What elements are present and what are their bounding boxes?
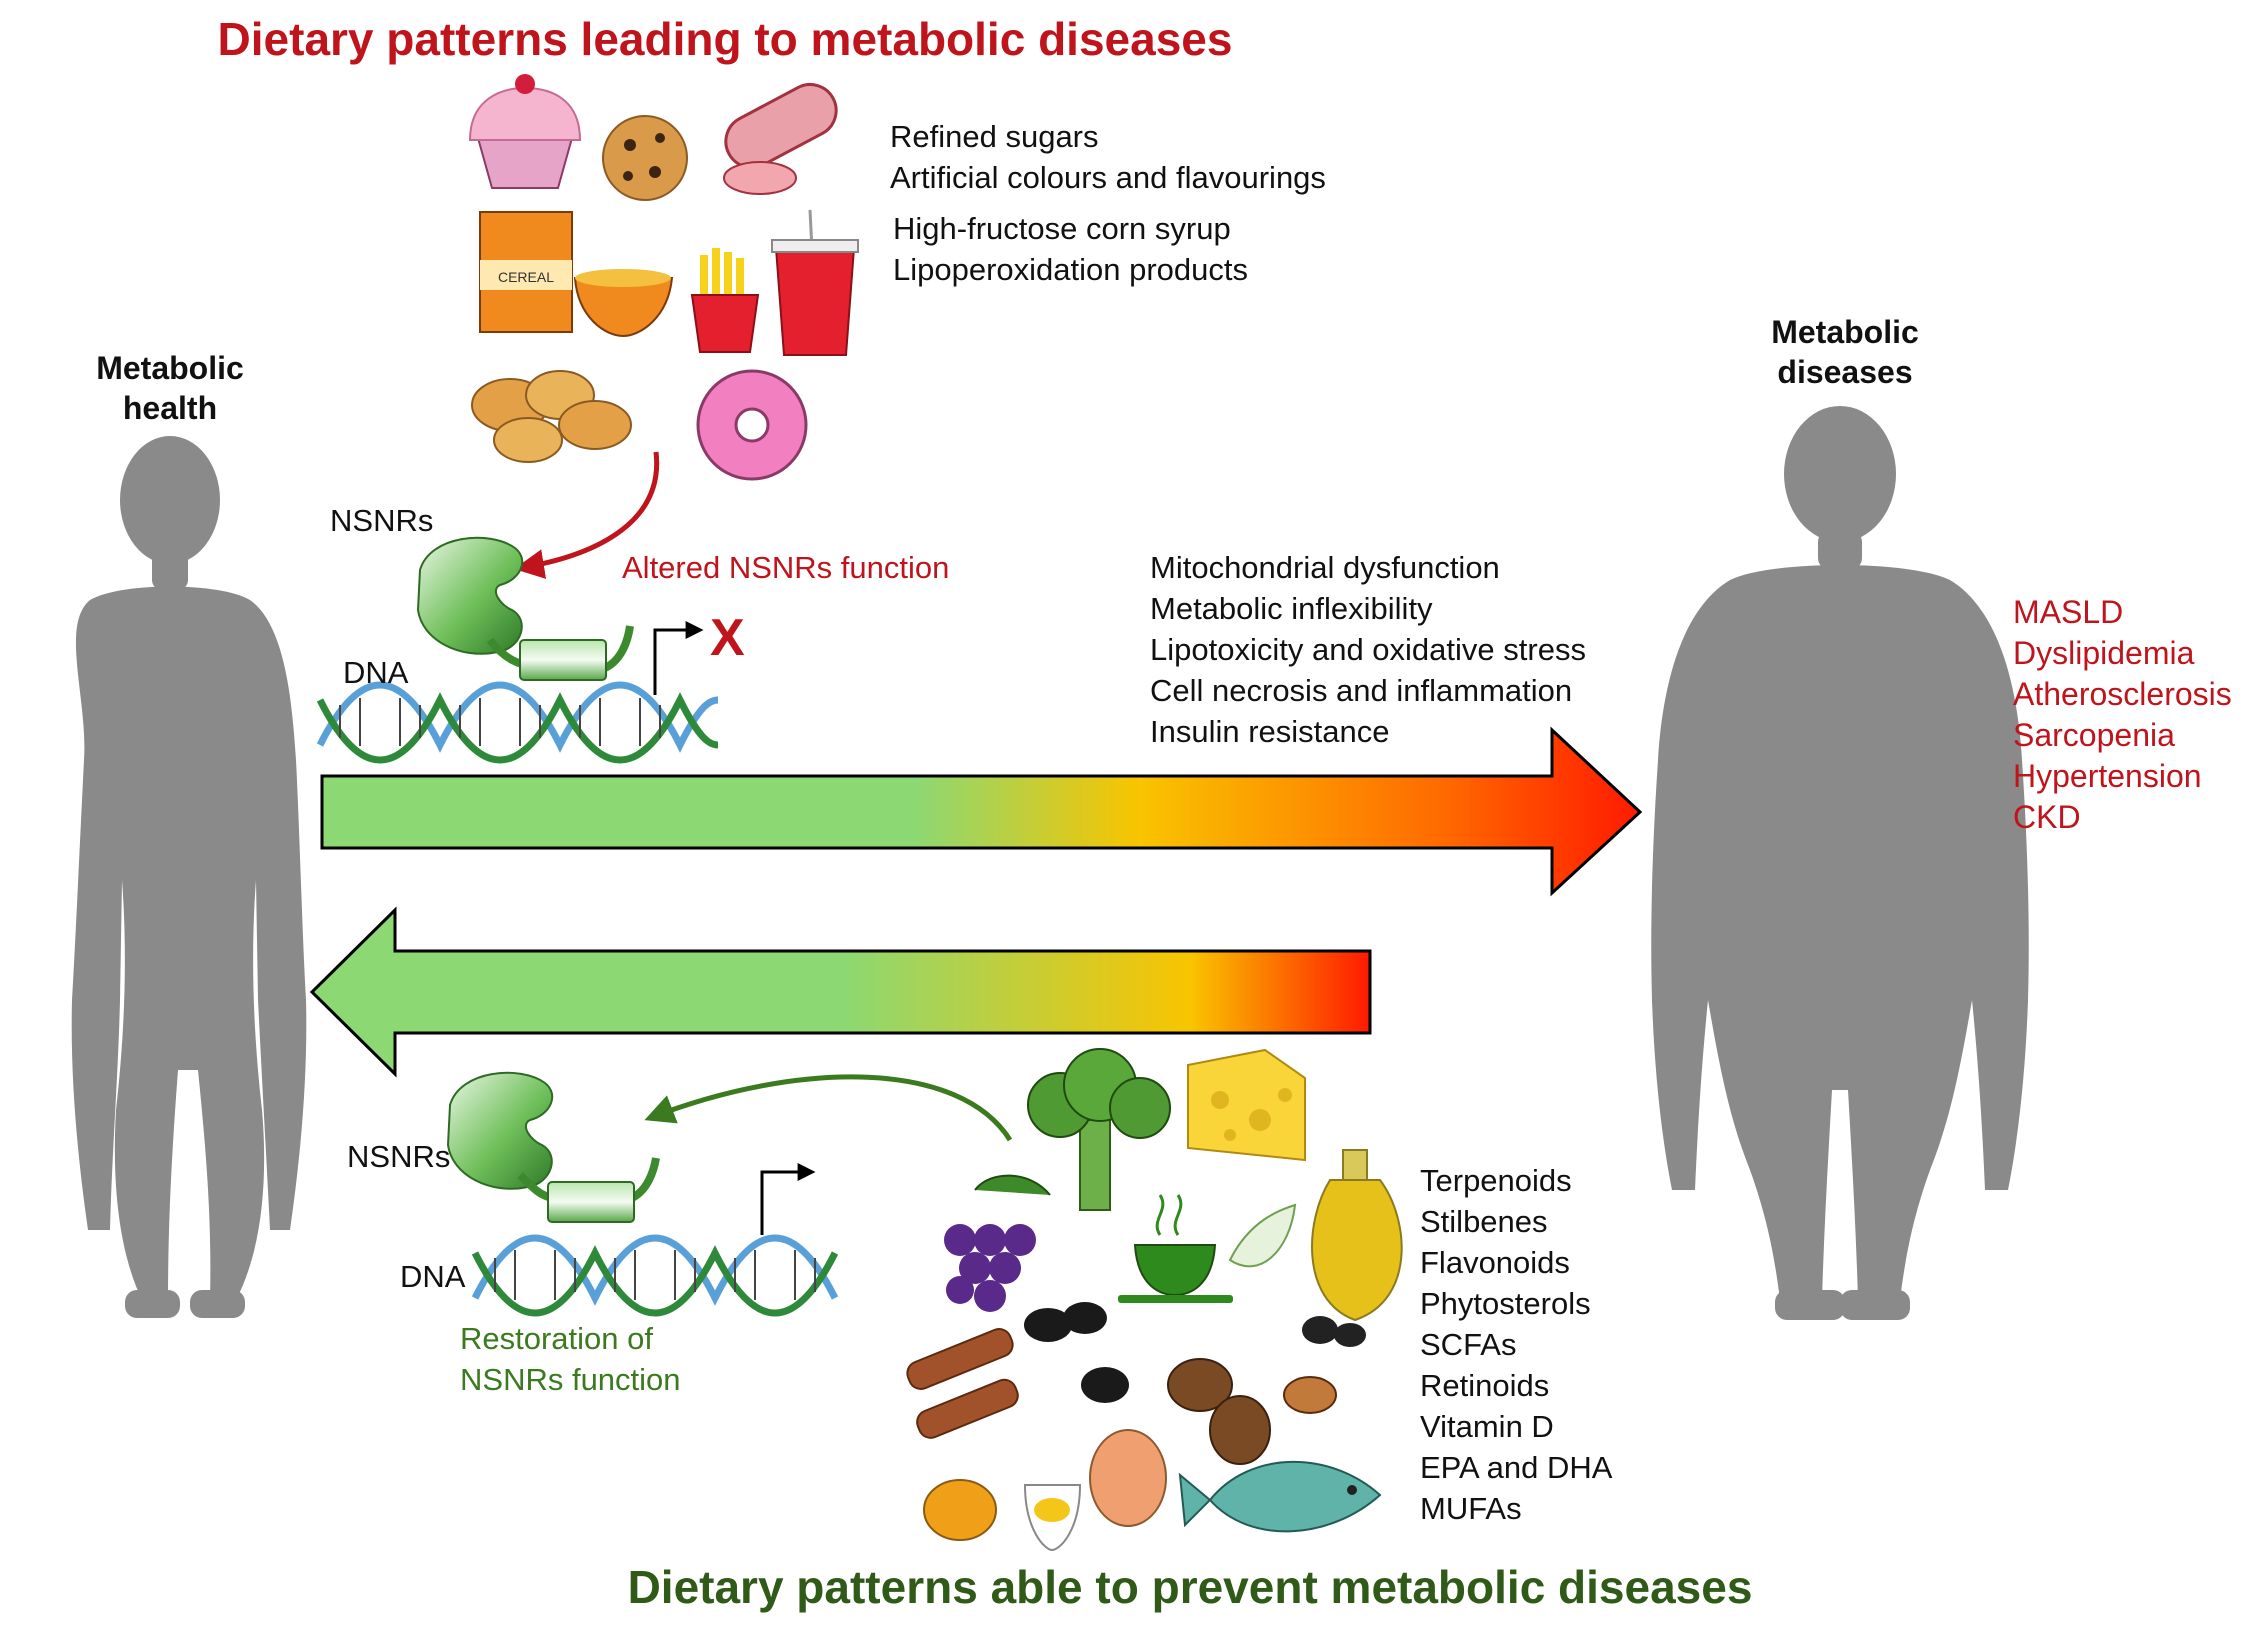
- dysfunction-item: Cell necrosis and inflammation: [1150, 673, 1573, 708]
- egg-icon: [923, 1429, 1167, 1552]
- disease-item: Sarcopenia: [2013, 717, 2175, 753]
- disease-item: MASLD: [2013, 594, 2124, 630]
- fish-icon: [1178, 1460, 1382, 1533]
- bioactive-item: Flavonoids: [1420, 1245, 1570, 1280]
- nsnr-receptor-top-icon: [416, 536, 524, 655]
- bioactive-item: EPA and DHA: [1420, 1450, 1613, 1485]
- dysfunction-item: Lipotoxicity and oxidative stress: [1150, 632, 1586, 667]
- dysfunctions-list: Mitochondrial dysfunction Metabolic infl…: [1150, 547, 1586, 752]
- dysfunction-item: Insulin resistance: [1150, 714, 1390, 749]
- broccoli-icon: [1027, 1048, 1171, 1211]
- pecan-icon: [1167, 1358, 1337, 1465]
- bioactive-item: Stilbenes: [1420, 1204, 1548, 1239]
- diseases-list: MASLD Dyslipidemia Atherosclerosis Sarco…: [2013, 592, 2232, 838]
- blocked-transcription-mark: X: [710, 609, 745, 667]
- component-item: High-fructose corn syrup: [893, 211, 1231, 246]
- olive-oil-icon: [1302, 1149, 1403, 1347]
- dysfunction-item: Mitochondrial dysfunction: [1150, 550, 1500, 585]
- transcription-arrow-top: [653, 621, 704, 695]
- bioactive-item: Vitamin D: [1420, 1409, 1554, 1444]
- cookie-icon: [602, 115, 688, 201]
- bioactive-item: Terpenoids: [1420, 1163, 1572, 1198]
- green-tea-icon: [1118, 1194, 1297, 1303]
- healthy-person-icon: [71, 436, 307, 1318]
- dna-label-bottom: DNA: [400, 1259, 466, 1294]
- bottom-title: Dietary patterns able to prevent metabol…: [627, 1561, 1753, 1613]
- unhealthy-components-group-2: High-fructose corn syrup Lipoperoxidatio…: [893, 208, 1248, 290]
- dna-label-top: DNA: [343, 655, 409, 690]
- french-fries-icon: [690, 248, 760, 353]
- transcription-arrow-bottom: [760, 1163, 816, 1235]
- cinnamon-icon: [906, 1328, 1019, 1439]
- progression-arrow: [320, 726, 1643, 897]
- disease-item: Dyslipidemia: [2013, 635, 2195, 671]
- disease-item: Hypertension: [2013, 758, 2202, 794]
- component-item: Refined sugars: [890, 119, 1099, 154]
- obese-person-icon: [1651, 406, 2029, 1320]
- chicken-nuggets-icon: [471, 370, 632, 463]
- bioactive-item: SCFAs: [1420, 1327, 1517, 1362]
- component-item: Artificial colours and flavourings: [890, 160, 1326, 195]
- nsnrs-label-top: NSNRs: [330, 503, 434, 538]
- cereal-box-icon: CEREAL: [479, 211, 573, 333]
- cereal-bowl-icon: [573, 269, 674, 338]
- unhealthy-components-group-1: Refined sugars Artificial colours and fl…: [890, 116, 1326, 198]
- dna-top-icon: [316, 681, 719, 764]
- salami-icon: [723, 83, 838, 195]
- grapes-icon: [944, 1174, 1051, 1312]
- disease-item: CKD: [2013, 799, 2081, 835]
- black-beans-icon: [1024, 1302, 1129, 1403]
- cheese-icon: [1187, 1048, 1306, 1162]
- nsnr-receptor-bottom-icon: [446, 1071, 554, 1190]
- response-element-bottom-icon: [547, 1181, 635, 1223]
- restoration-label: Restoration of NSNRs function: [460, 1321, 681, 1397]
- dysfunction-item: Metabolic inflexibility: [1150, 591, 1433, 626]
- altered-function-label: Altered NSNRs function: [622, 550, 950, 585]
- cupcake-icon: [468, 74, 582, 189]
- dna-bottom-icon: [471, 1234, 839, 1317]
- disease-item: Atherosclerosis: [2013, 676, 2232, 712]
- bioactive-item: Retinoids: [1420, 1368, 1550, 1403]
- restoration-arrow: [644, 1074, 1013, 1142]
- cereal-box-text: CEREAL: [498, 269, 554, 285]
- donut-icon: [696, 369, 808, 481]
- bioactive-item: MUFAs: [1420, 1491, 1522, 1526]
- response-element-top-icon: [519, 639, 607, 681]
- soda-cup-icon: [771, 209, 859, 356]
- prevention-arrow: [309, 906, 1372, 1078]
- bioactive-item: Phytosterols: [1420, 1286, 1591, 1321]
- component-item: Lipoperoxidation products: [893, 252, 1249, 287]
- top-title: Dietary patterns leading to metabolic di…: [217, 13, 1233, 65]
- bioactives-list: Terpenoids Stilbenes Flavonoids Phytoste…: [1420, 1160, 1612, 1529]
- nsnrs-label-bottom: NSNRs: [347, 1139, 451, 1174]
- altered-function-arrow: [514, 451, 660, 579]
